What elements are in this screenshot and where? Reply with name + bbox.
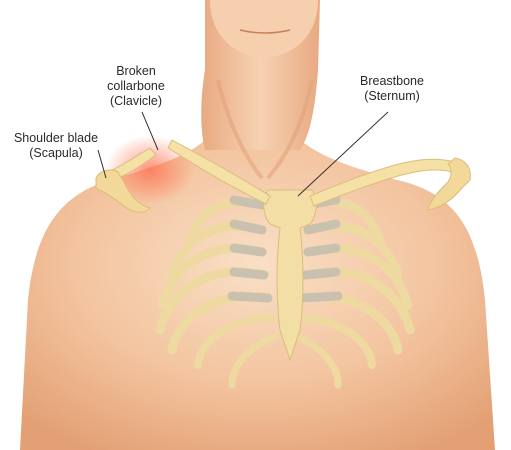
broken-collarbone-label: Broken collarbone (Clavicle): [86, 64, 186, 109]
shoulder-blade-label-line2: (Scapula): [4, 146, 108, 161]
broken-collarbone-label-line2: collarbone: [86, 79, 186, 94]
breastbone-label: Breastbone (Sternum): [350, 74, 434, 104]
shoulder-blade-label: Shoulder blade (Scapula): [4, 131, 108, 161]
breastbone-label-line2: (Sternum): [350, 89, 434, 104]
broken-collarbone-label-line1: Broken: [86, 64, 186, 79]
broken-collarbone-label-line3: (Clavicle): [86, 94, 186, 109]
breastbone-label-line1: Breastbone: [350, 74, 434, 89]
shoulder-blade-label-line1: Shoulder blade: [4, 131, 108, 146]
